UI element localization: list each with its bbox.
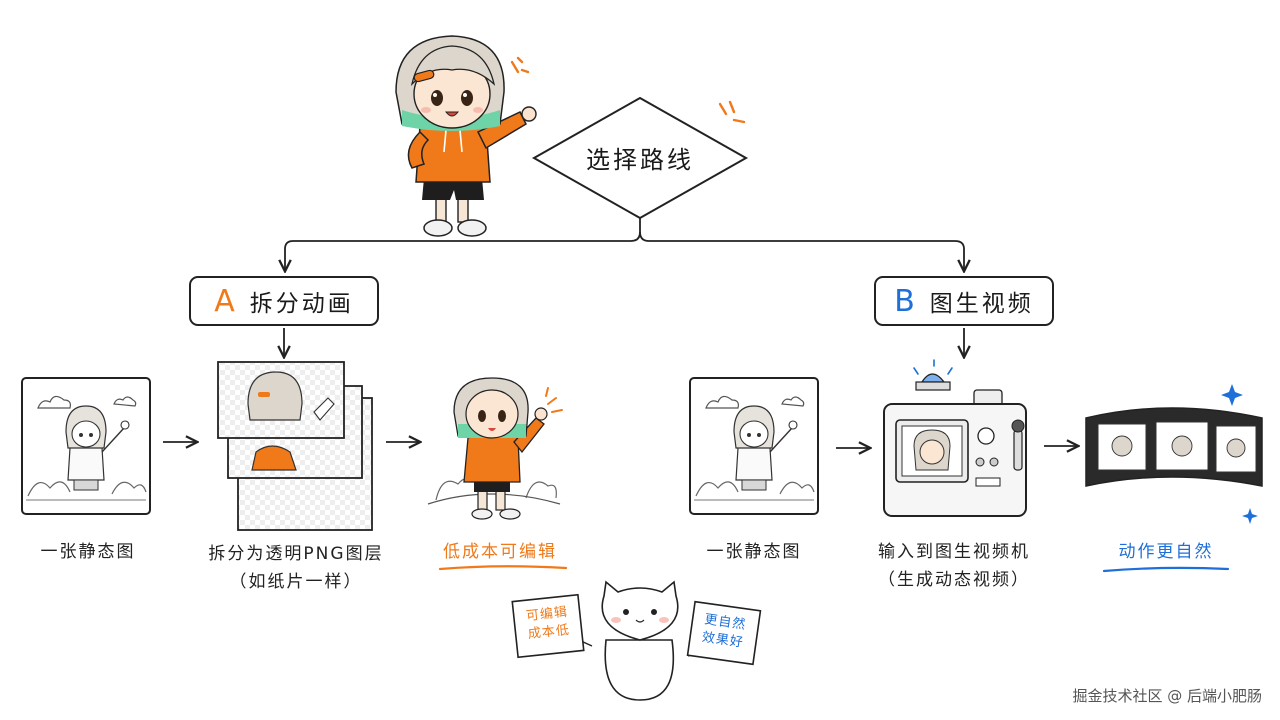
branch-a-title: 拆分动画 — [249, 291, 354, 317]
b-step2-caption-line2: （生成动态视频） — [878, 570, 1030, 590]
branch-a-box: A 拆分动画 — [189, 276, 379, 326]
a-step1-caption: 一张静态图 — [40, 542, 136, 562]
image-to-video-machine — [883, 359, 1027, 517]
b-step3-caption: 动作更自然 — [1118, 542, 1214, 562]
branch-b-title: 图生视频 — [929, 291, 1034, 317]
a-static-image-card — [21, 377, 151, 515]
step-arrows — [163, 442, 1077, 448]
decision-label: 选择路线 — [586, 146, 694, 174]
branch-connectors — [284, 218, 964, 356]
b-static-image-card — [689, 377, 819, 515]
video-film-strip — [1085, 384, 1263, 524]
b-step2-caption-line1: 输入到图生视频机 — [878, 542, 1030, 562]
watermark: 掘金技术社区 @ 后端小肥肠 — [1072, 687, 1262, 705]
a-png-layers-stack — [217, 361, 373, 531]
cat-mascot-illustration — [511, 580, 762, 701]
b-step2-caption: 输入到图生视频机 （生成动态视频） — [854, 538, 1054, 594]
branch-a-letter: A — [214, 283, 238, 319]
emphasis-marks-icon — [510, 56, 746, 124]
girl-pointing-illustration — [395, 35, 537, 237]
a-result-girl-illustration — [427, 377, 563, 520]
a-step2-caption: 拆分为透明PNG图层 （如纸片一样） — [196, 540, 396, 596]
b-highlight-underline — [1102, 566, 1230, 573]
branch-b-box: B 图生视频 — [874, 276, 1054, 326]
a-step2-caption-line1: 拆分为透明PNG图层 — [208, 544, 384, 564]
a-highlight-underline — [438, 565, 568, 571]
left-sign-text: 可编辑 成本低 — [517, 603, 578, 645]
branch-b-letter: B — [894, 283, 918, 319]
a-step3-caption: 低成本可编辑 — [443, 542, 557, 562]
b-step1-caption: 一张静态图 — [706, 542, 802, 562]
a-step2-caption-line2: （如纸片一样） — [229, 572, 363, 592]
